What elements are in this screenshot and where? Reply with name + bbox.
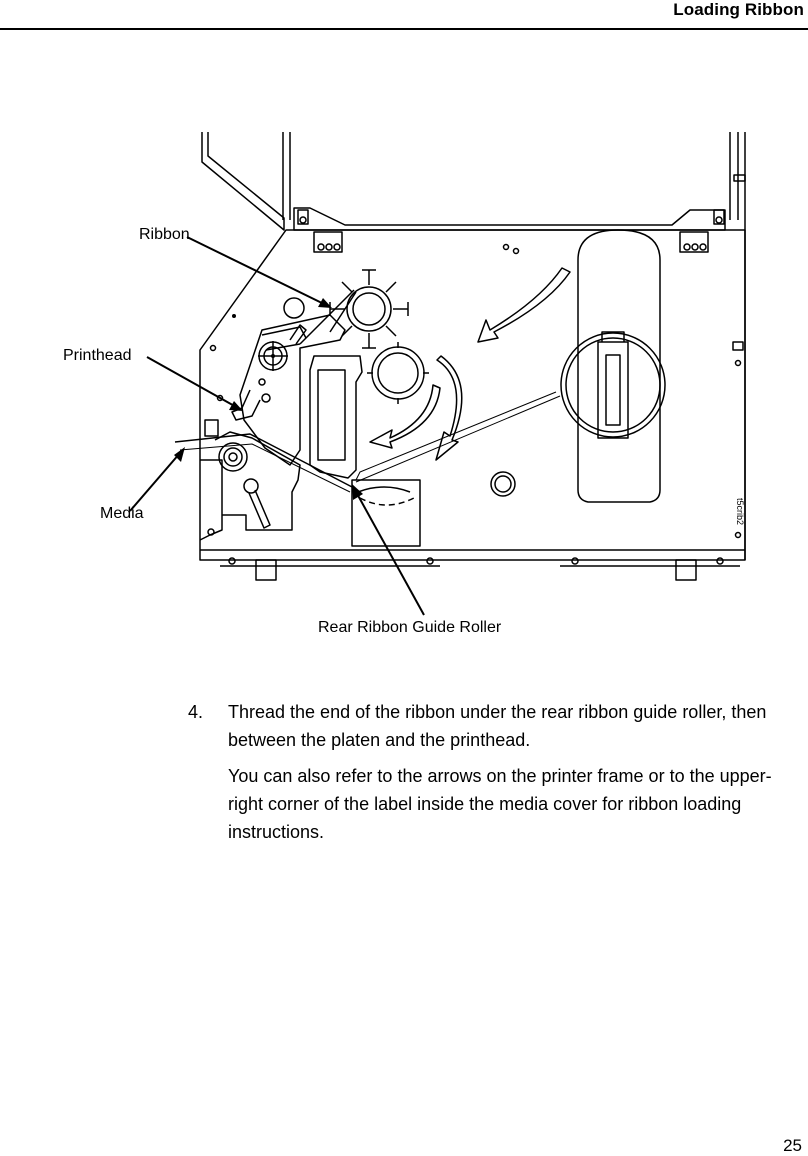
callout-printhead: Printhead xyxy=(63,347,132,364)
page-number: 25 xyxy=(783,1136,802,1155)
instruction-step: 4. Thread the end of the ribbon under th… xyxy=(188,698,803,846)
figure-code: t5crib2 xyxy=(735,498,745,526)
callout-rear-ribbon-guide-roller: Rear Ribbon Guide Roller xyxy=(318,619,502,636)
callout-media: Media xyxy=(100,505,144,522)
step-note: You can also refer to the arrows on the … xyxy=(228,766,772,842)
printer-mechanism-drawing xyxy=(129,132,746,616)
page-header: Loading Ribbon xyxy=(0,0,808,30)
header-title: Loading Ribbon xyxy=(673,0,804,19)
callout-ribbon: Ribbon xyxy=(139,226,190,243)
step-body: Thread the end of the ribbon under the r… xyxy=(228,698,803,846)
step-number: 4. xyxy=(188,702,204,722)
step-text: Thread the end of the ribbon under the r… xyxy=(228,702,767,750)
ribbon-loading-figure: Ribbon Printhead Media Rear Ribbon Guide… xyxy=(0,120,808,650)
